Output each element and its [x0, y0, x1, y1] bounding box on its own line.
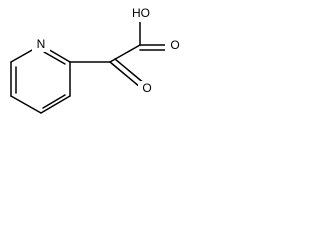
atom-label-carbonyl-oxygen-bottom: O — [142, 81, 151, 95]
ring-double-bond-inner-3 — [43, 51, 66, 65]
pyridine-ring — [10, 44, 71, 114]
ring-bond-c4-c5 — [40, 95, 71, 114]
ring-double-bond-inner-2 — [42, 94, 66, 109]
structure-canvas: N HO O O — [10, 6, 183, 114]
ring-bond-c3-c4 — [10, 95, 42, 114]
bond-alpha-carbon-to-carboxyl-carbon — [109, 44, 141, 63]
atom-label-carbonyl-oxygen-top: O — [170, 38, 179, 52]
bond-alpha-carbon-to-ketone-oxygen — [109, 61, 141, 88]
atom-label-nitrogen: N — [37, 37, 46, 51]
atom-labels: N HO O O — [32, 6, 183, 97]
atom-label-hydroxyl: HO — [132, 6, 150, 20]
bond-alpha-carbon-to-ketone-oxygen-double — [114, 58, 146, 85]
side-chain — [69, 19, 171, 88]
